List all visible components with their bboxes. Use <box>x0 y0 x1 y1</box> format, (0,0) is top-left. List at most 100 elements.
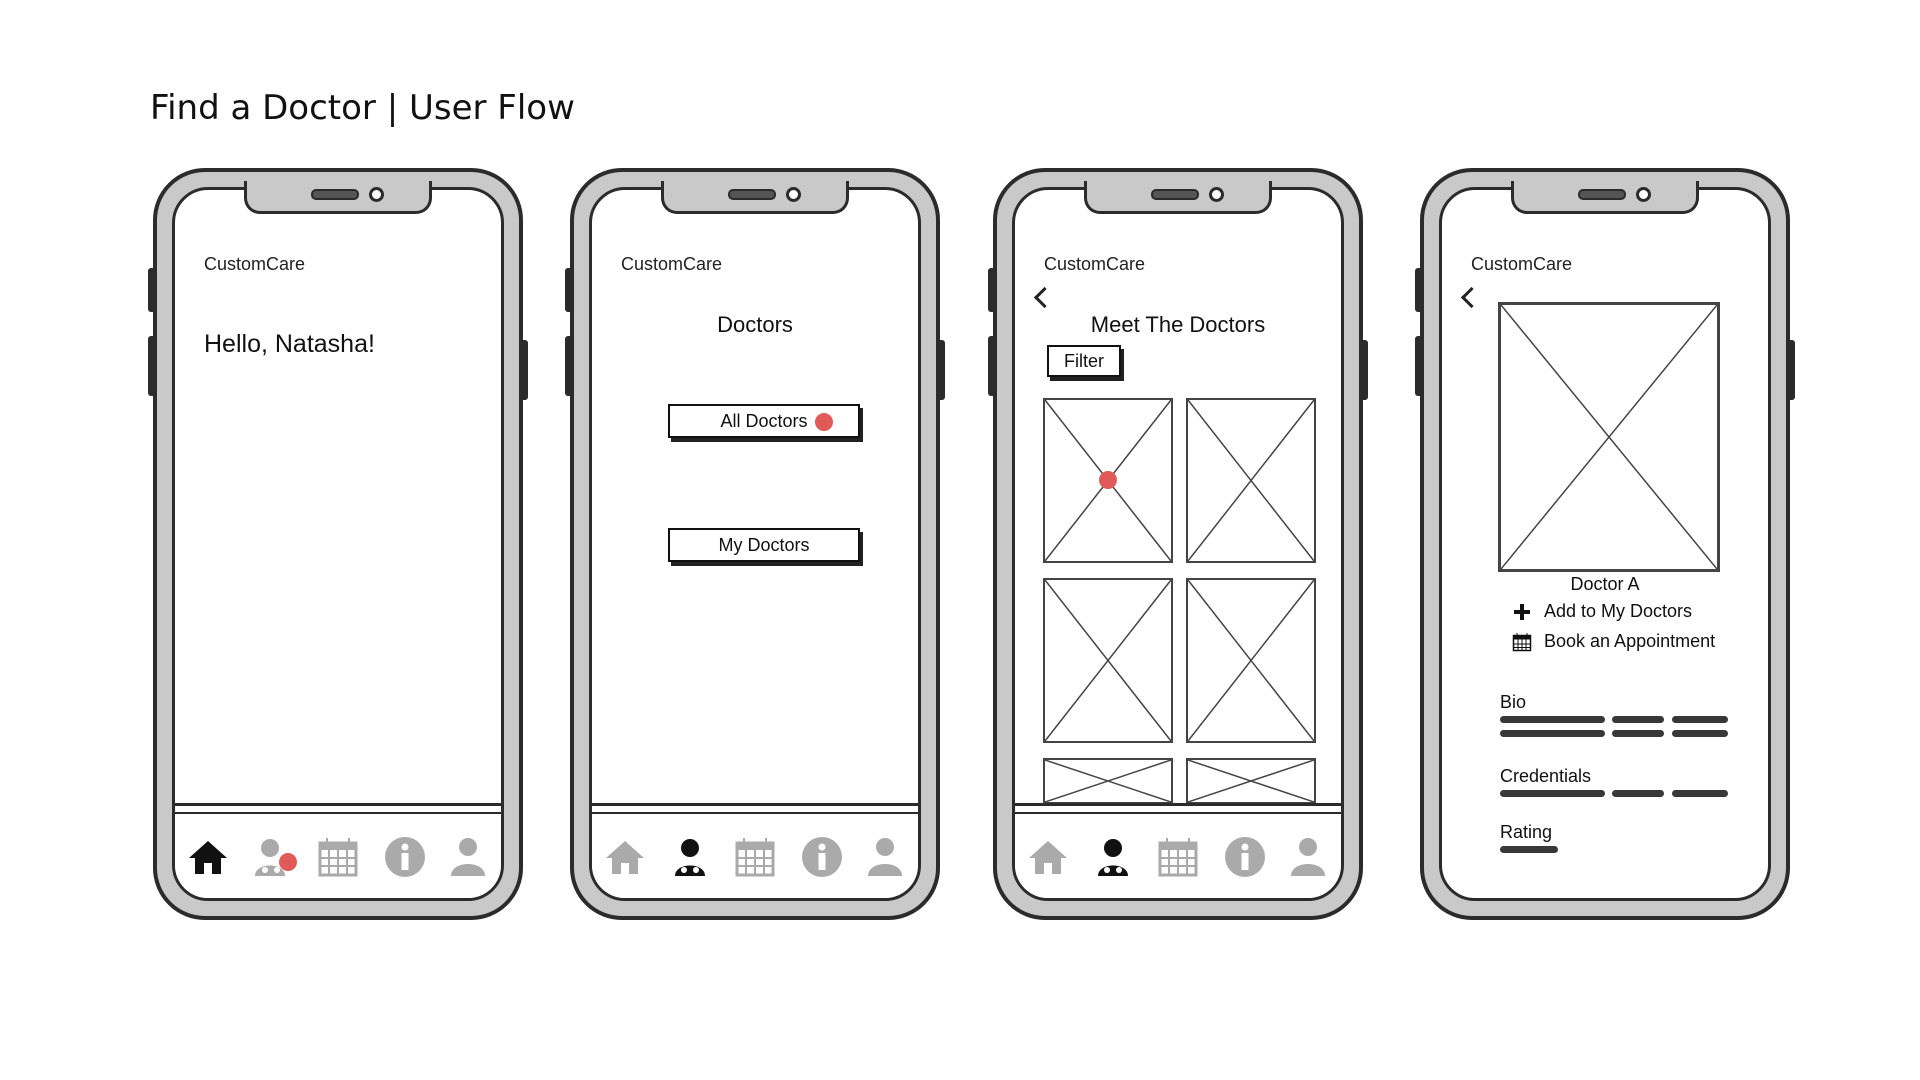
home-icon <box>189 841 227 874</box>
camera-icon <box>369 187 384 202</box>
tab-home[interactable] <box>185 834 231 880</box>
calendar-icon <box>1512 632 1532 651</box>
info-icon <box>385 837 425 877</box>
credentials-text-placeholder <box>1500 790 1605 797</box>
tab-home[interactable] <box>602 834 648 880</box>
bio-label: Bio <box>1500 692 1527 712</box>
tab-bar <box>1015 803 1341 898</box>
screen: CustomCare Doctor A Add to My Doctors Bo… <box>1439 187 1771 901</box>
bio-text-placeholder <box>1500 716 1605 723</box>
rating-placeholder <box>1500 846 1558 853</box>
tab-doctors[interactable] <box>250 834 296 880</box>
screen-heading: Doctors <box>717 312 793 337</box>
tab-doctors[interactable] <box>1090 834 1136 880</box>
home-icon <box>606 841 644 874</box>
back-chevron-icon[interactable] <box>1033 286 1056 309</box>
tab-calendar[interactable] <box>732 834 778 880</box>
calendar-icon <box>318 838 358 877</box>
tap-indicator <box>1099 471 1117 489</box>
phone-doctor-detail-screen: CustomCare Doctor A Add to My Doctors Bo… <box>1415 168 1795 920</box>
camera-icon <box>1209 187 1224 202</box>
add-to-my-doctors-action[interactable]: Add to My Doctors <box>1512 601 1692 622</box>
doctor-card-image[interactable] <box>1043 578 1173 743</box>
filter-label: Filter <box>1064 350 1104 371</box>
doctor-card-image[interactable] <box>1043 758 1173 804</box>
phone-notch <box>1084 181 1272 214</box>
phone-side-button <box>148 268 156 312</box>
doctor-card-image[interactable] <box>1186 758 1316 804</box>
doctor-card-image[interactable] <box>1186 578 1316 743</box>
profile-icon <box>451 838 485 876</box>
image-placeholder-icon <box>1045 760 1171 802</box>
doctor-name: Doctor A <box>1570 574 1640 594</box>
bio-text-placeholder <box>1672 716 1728 723</box>
image-placeholder-icon <box>1188 580 1314 741</box>
tab-profile[interactable] <box>445 834 491 880</box>
credentials-text-placeholder <box>1612 790 1664 797</box>
doctor-icon <box>255 839 285 876</box>
tab-calendar[interactable] <box>1155 834 1201 880</box>
screen: CustomCare Doctors All Doctors My Doctor… <box>589 187 921 901</box>
profile-icon <box>868 838 902 876</box>
tab-home[interactable] <box>1025 834 1071 880</box>
phone-side-button <box>1787 340 1795 400</box>
bio-text-placeholder <box>1612 730 1664 737</box>
phone-doctor-list-screen: CustomCare Meet The Doctors Filter <box>988 168 1368 920</box>
camera-icon <box>786 187 801 202</box>
tab-doctors[interactable] <box>667 834 713 880</box>
tab-profile[interactable] <box>1285 834 1331 880</box>
phone-side-button <box>988 336 996 396</box>
phone-side-button <box>565 336 573 396</box>
image-placeholder-icon <box>1501 305 1717 569</box>
book-appointment-label: Book an Appointment <box>1544 631 1716 651</box>
phone-side-button <box>1415 336 1423 396</box>
bio-text-placeholder <box>1500 730 1605 737</box>
bio-text-placeholder <box>1672 730 1728 737</box>
plus-icon <box>1514 603 1530 620</box>
tab-profile[interactable] <box>862 834 908 880</box>
tap-indicator <box>279 853 297 871</box>
back-chevron-icon[interactable] <box>1460 286 1483 309</box>
app-brand: CustomCare <box>1044 254 1146 274</box>
phone-side-button <box>565 268 573 312</box>
phone-side-button <box>520 340 528 400</box>
rating-label: Rating <box>1500 822 1553 842</box>
tab-info[interactable] <box>1222 834 1268 880</box>
phone-side-button <box>988 268 996 312</box>
image-placeholder-icon <box>1188 400 1314 561</box>
tab-info[interactable] <box>799 834 845 880</box>
filter-button[interactable]: Filter <box>1047 345 1121 377</box>
credentials-text-placeholder <box>1672 790 1728 797</box>
screen: CustomCare Meet The Doctors Filter <box>1012 187 1344 901</box>
image-placeholder-icon <box>1188 760 1314 802</box>
tab-bar <box>175 803 501 898</box>
phone-side-button <box>148 336 156 396</box>
speaker-icon <box>1578 189 1626 200</box>
book-appointment-action[interactable]: Book an Appointment <box>1512 631 1715 652</box>
info-icon <box>802 837 842 877</box>
calendar-icon <box>735 838 775 877</box>
phone-notch <box>661 181 849 214</box>
phone-doctors-screen: CustomCare Doctors All Doctors My Doctor… <box>565 168 945 920</box>
greeting-text: Hello, Natasha! <box>204 330 375 358</box>
app-brand: CustomCare <box>621 254 723 274</box>
my-doctors-button[interactable]: My Doctors <box>668 528 860 562</box>
speaker-icon <box>728 189 776 200</box>
phone-side-button <box>937 340 945 400</box>
tab-bar <box>592 803 918 898</box>
my-doctors-label: My Doctors <box>718 534 810 555</box>
phone-notch <box>1511 181 1699 214</box>
phone-home-screen: CustomCare Hello, Natasha! <box>148 168 528 920</box>
speaker-icon <box>311 189 359 200</box>
app-brand: CustomCare <box>204 254 306 274</box>
tab-calendar[interactable] <box>315 834 361 880</box>
phone-side-button <box>1415 268 1423 312</box>
app-brand: CustomCare <box>1471 254 1573 274</box>
speaker-icon <box>1151 189 1199 200</box>
tab-info[interactable] <box>382 834 428 880</box>
screen-heading: Meet The Doctors <box>1090 312 1266 337</box>
home-icon <box>1029 841 1067 874</box>
screen: CustomCare Hello, Natasha! <box>172 187 504 901</box>
doctor-card-image[interactable] <box>1186 398 1316 563</box>
all-doctors-label: All Doctors <box>720 410 808 431</box>
